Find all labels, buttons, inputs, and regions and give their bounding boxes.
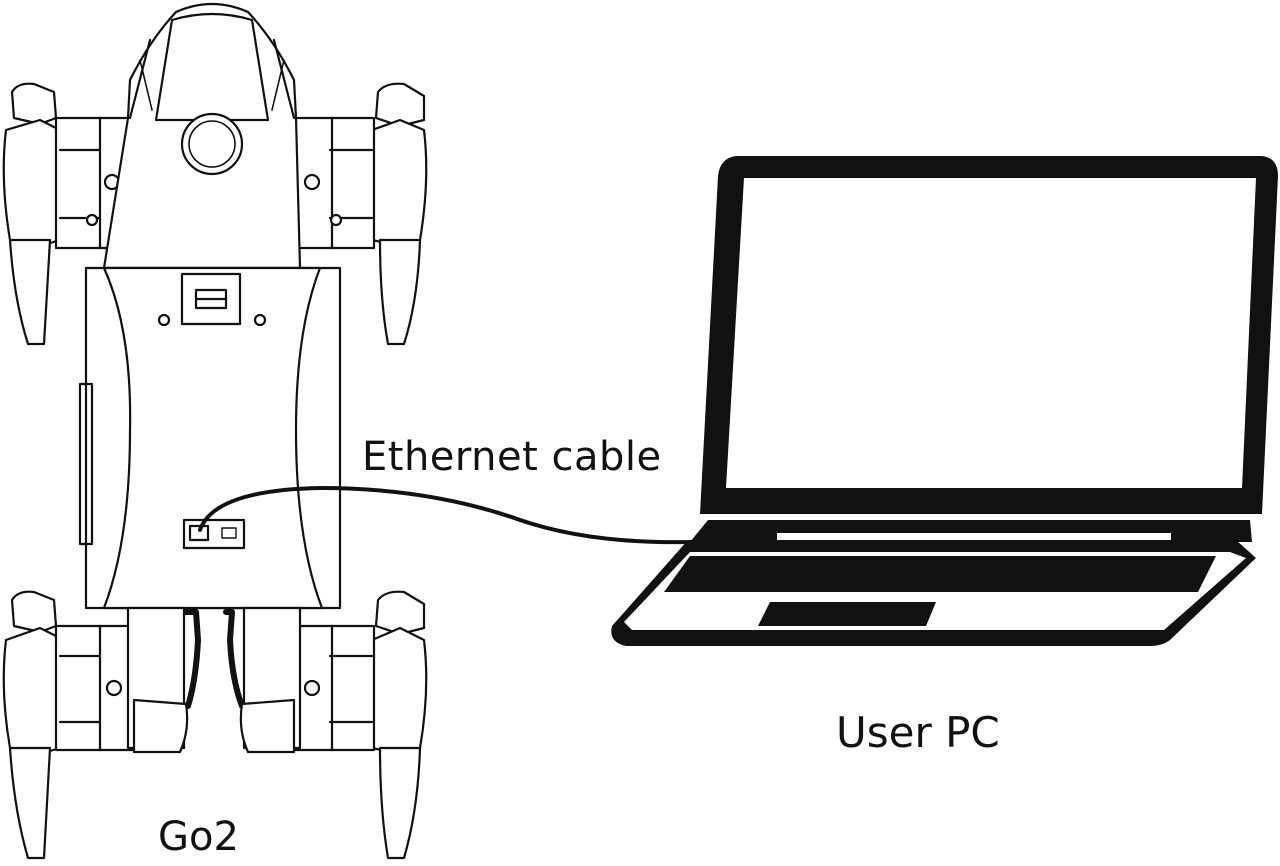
robot-rear [126, 606, 302, 754]
leg-front-right [288, 82, 428, 346]
robot-head [102, 2, 302, 270]
robot-body [78, 266, 342, 610]
robot-illustration [2, 2, 428, 860]
laptop-touchpad [758, 602, 936, 626]
leg-rear-right [288, 590, 428, 860]
user-pc-label: User PC [836, 708, 1000, 757]
laptop-keyboard [664, 556, 1216, 592]
leg-rear-left [2, 590, 142, 860]
go2-robot-label: Go2 [158, 814, 239, 860]
ethernet-cable [198, 485, 692, 545]
ethernet-cable-label: Ethernet cable [362, 434, 662, 480]
laptop-illustration [611, 156, 1278, 646]
laptop-screen [726, 178, 1256, 488]
